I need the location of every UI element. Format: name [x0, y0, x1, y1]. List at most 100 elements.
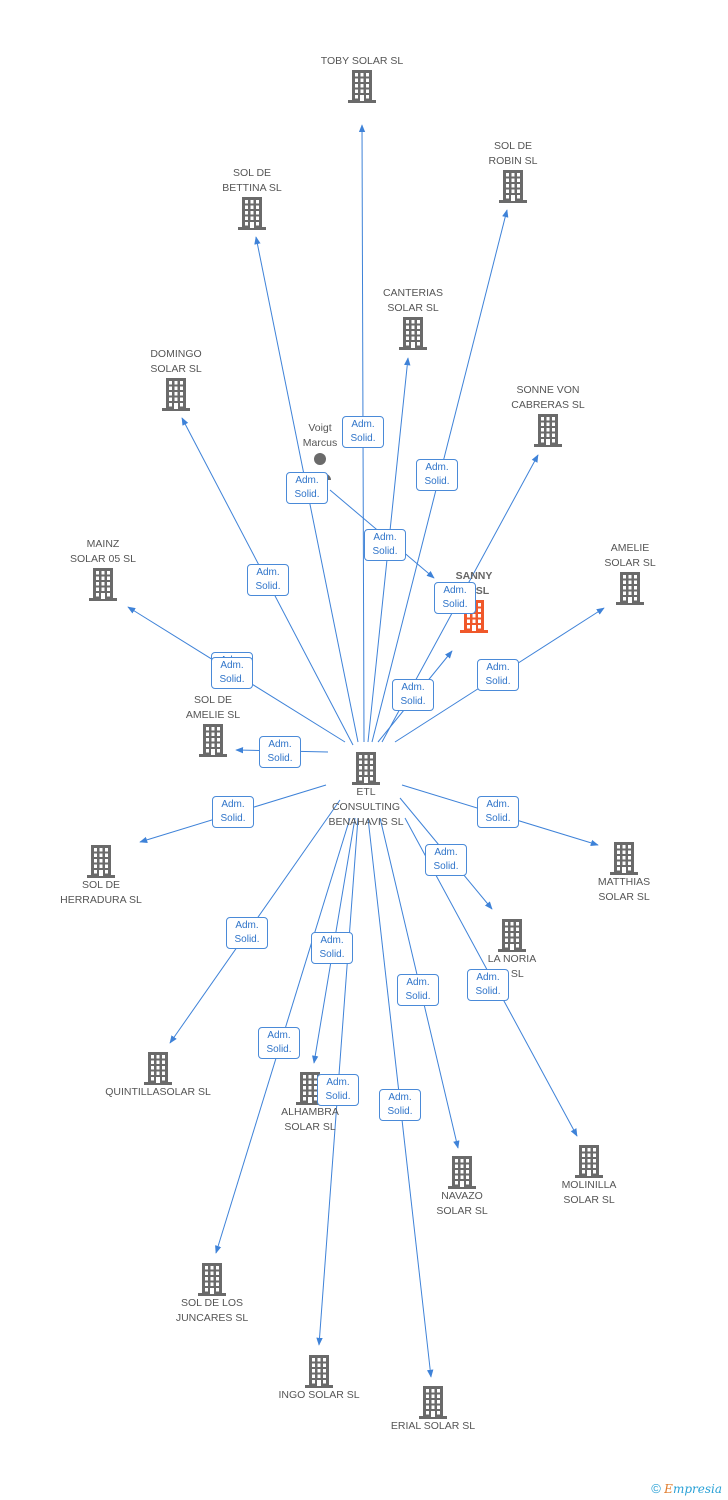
- node-label: CANTERIAS SOLAR SL: [382, 287, 444, 314]
- relation-badge[interactable]: Adm.Solid.: [392, 679, 434, 711]
- badge-line-1: Adm.: [326, 1077, 350, 1088]
- node-label: Voigt Marcus: [302, 422, 338, 449]
- badge-line-2: Solid.: [405, 991, 431, 1002]
- node-label: MAINZ SOLAR 05 SL: [70, 538, 136, 565]
- node-label: ERIAL SOLAR SL: [390, 1420, 476, 1432]
- node-label: INGO SOLAR SL: [278, 1389, 360, 1401]
- node-toby[interactable]: TOBY SOLAR SL: [307, 54, 417, 103]
- building-icon: [89, 568, 117, 601]
- node-sanny[interactable]: SANNY SS SL: [419, 569, 529, 633]
- node-mainz[interactable]: MAINZ SOLAR 05 SL: [48, 537, 158, 601]
- node-label: SOL DE HERRADURA SL: [60, 879, 142, 906]
- relation-badge[interactable]: Adm.Solid.: [477, 659, 519, 691]
- node-label: QUINTILLASOLAR SL: [105, 1086, 211, 1098]
- relation-badge[interactable]: Adm.Solid.: [379, 1089, 421, 1121]
- node-juncares[interactable]: SOL DE LOS JUNCARES SL: [157, 1262, 267, 1326]
- building-icon: [296, 1072, 324, 1105]
- badge-line-1: Adm.: [235, 920, 259, 931]
- relation-badge[interactable]: Adm. Solid.: [317, 1074, 359, 1106]
- node-molinilla[interactable]: MOLINILLA SOLAR SL: [534, 1144, 644, 1208]
- building-icon: [419, 1386, 447, 1419]
- badge-line-2: Solid.: [255, 581, 281, 592]
- relation-badge[interactable]: Adm. Solid.: [477, 796, 519, 828]
- relation-badge[interactable]: Adm.Solid.: [311, 932, 353, 964]
- badge-line-1: Adm.: [425, 462, 449, 473]
- badge-line-1: Adm.: [221, 799, 245, 810]
- badge-line-2: Solid.: [234, 934, 260, 945]
- copyright-symbol: ©: [651, 1481, 661, 1496]
- node-domingo[interactable]: DOMINGO SOLAR SL: [121, 347, 231, 411]
- node-quintilla[interactable]: QUINTILLASOLAR SL: [103, 1051, 213, 1100]
- node-amelie-solar[interactable]: AMELIE SOLAR SL: [575, 541, 685, 605]
- badge-line-2: Solid.: [442, 599, 468, 610]
- building-icon: [534, 414, 562, 447]
- node-ingo[interactable]: INGO SOLAR SL: [264, 1354, 374, 1403]
- building-icon: [399, 317, 427, 350]
- node-label: DOMINGO SOLAR SL: [150, 348, 202, 375]
- building-icon: [499, 170, 527, 203]
- relation-badge[interactable]: Adm. Solid.: [212, 796, 254, 828]
- relation-badge[interactable]: Adm. Solid.: [397, 974, 439, 1006]
- building-icon: [498, 919, 526, 952]
- node-label: SOL DE LOS JUNCARES SL: [175, 1297, 249, 1324]
- badge-line-2: Solid.: [485, 813, 511, 824]
- building-icon: [162, 378, 190, 411]
- footer-brand[interactable]: © Empresia: [651, 1481, 722, 1496]
- relation-badge[interactable]: Adm.Solid.: [258, 1027, 300, 1059]
- badge-line-2: Solid.: [325, 1091, 351, 1102]
- building-icon: [238, 197, 266, 230]
- relation-badge[interactable]: Adm.Solid.: [342, 416, 384, 448]
- badge-line-1: Adm.: [220, 660, 244, 671]
- node-label: MATTHIAS SOLAR SL: [597, 876, 651, 903]
- node-etl[interactable]: ETL CONSULTING BENAHAVIS SL: [311, 751, 421, 830]
- node-label: AMELIE SOLAR SL: [604, 542, 656, 569]
- node-herradura[interactable]: SOL DE HERRADURA SL: [46, 844, 156, 908]
- relation-badge[interactable]: Adm.Solid.: [259, 736, 301, 768]
- building-icon: [199, 724, 227, 757]
- badge-line-2: Solid.: [387, 1106, 413, 1117]
- badge-line-1: Adm.: [443, 585, 467, 596]
- node-robin[interactable]: SOL DE ROBIN SL: [458, 139, 568, 203]
- badge-line-1: Adm.: [295, 475, 319, 486]
- relation-badge[interactable]: Adm. Solid.: [416, 459, 458, 491]
- relation-badge[interactable]: Adm. Solid.: [434, 582, 476, 614]
- building-icon: [352, 752, 380, 785]
- node-voigt[interactable]: Voigt Marcus: [265, 421, 375, 481]
- badge-line-2: Solid.: [319, 949, 345, 960]
- badge-line-2: Solid.: [424, 476, 450, 487]
- badge-line-1: Adm.: [267, 1030, 291, 1041]
- node-sonne[interactable]: SONNE VON CABRERAS SL: [493, 383, 603, 447]
- node-label: ETL CONSULTING BENAHAVIS SL: [328, 786, 404, 828]
- node-erial[interactable]: ERIAL SOLAR SL: [378, 1385, 488, 1434]
- relation-badge[interactable]: Adm.Solid.: [467, 969, 509, 1001]
- node-sol-amelie[interactable]: SOL DE AMELIE SL: [158, 693, 268, 757]
- badge-line-1: Adm.: [486, 799, 510, 810]
- building-icon: [348, 70, 376, 103]
- badge-line-1: Adm.: [434, 847, 458, 858]
- building-icon: [610, 842, 638, 875]
- relation-badge[interactable]: Adm.Solid.: [211, 657, 253, 689]
- node-label: NAVAZO SOLAR SL: [436, 1190, 488, 1217]
- brand-initial: E: [664, 1482, 673, 1496]
- badge-line-1: Adm.: [268, 739, 292, 750]
- badge-line-2: Solid.: [294, 489, 320, 500]
- relation-badge[interactable]: Adm. Solid.: [286, 472, 328, 504]
- node-navazo[interactable]: NAVAZO SOLAR SL: [407, 1155, 517, 1219]
- badge-line-2: Solid.: [372, 546, 398, 557]
- relation-badge[interactable]: Adm. Solid.: [226, 917, 268, 949]
- badge-line-1: Adm.: [406, 977, 430, 988]
- relation-badge[interactable]: Adm.Solid.: [364, 529, 406, 561]
- node-matthias[interactable]: MATTHIAS SOLAR SL: [569, 841, 679, 905]
- relation-badge[interactable]: Adm.Solid.: [247, 564, 289, 596]
- node-canterias[interactable]: CANTERIAS SOLAR SL: [358, 286, 468, 350]
- node-alhambra[interactable]: ALHAMBRA SOLAR SL: [255, 1071, 365, 1135]
- relation-badge[interactable]: Adm.Solid.: [425, 844, 467, 876]
- node-bettina[interactable]: SOL DE BETTINA SL: [197, 166, 307, 230]
- node-label: MOLINILLA SOLAR SL: [561, 1179, 617, 1206]
- building-icon: [144, 1052, 172, 1085]
- badge-line-1: Adm.: [486, 662, 510, 673]
- badge-line-2: Solid.: [220, 813, 246, 824]
- badge-line-1: Adm.: [351, 419, 375, 430]
